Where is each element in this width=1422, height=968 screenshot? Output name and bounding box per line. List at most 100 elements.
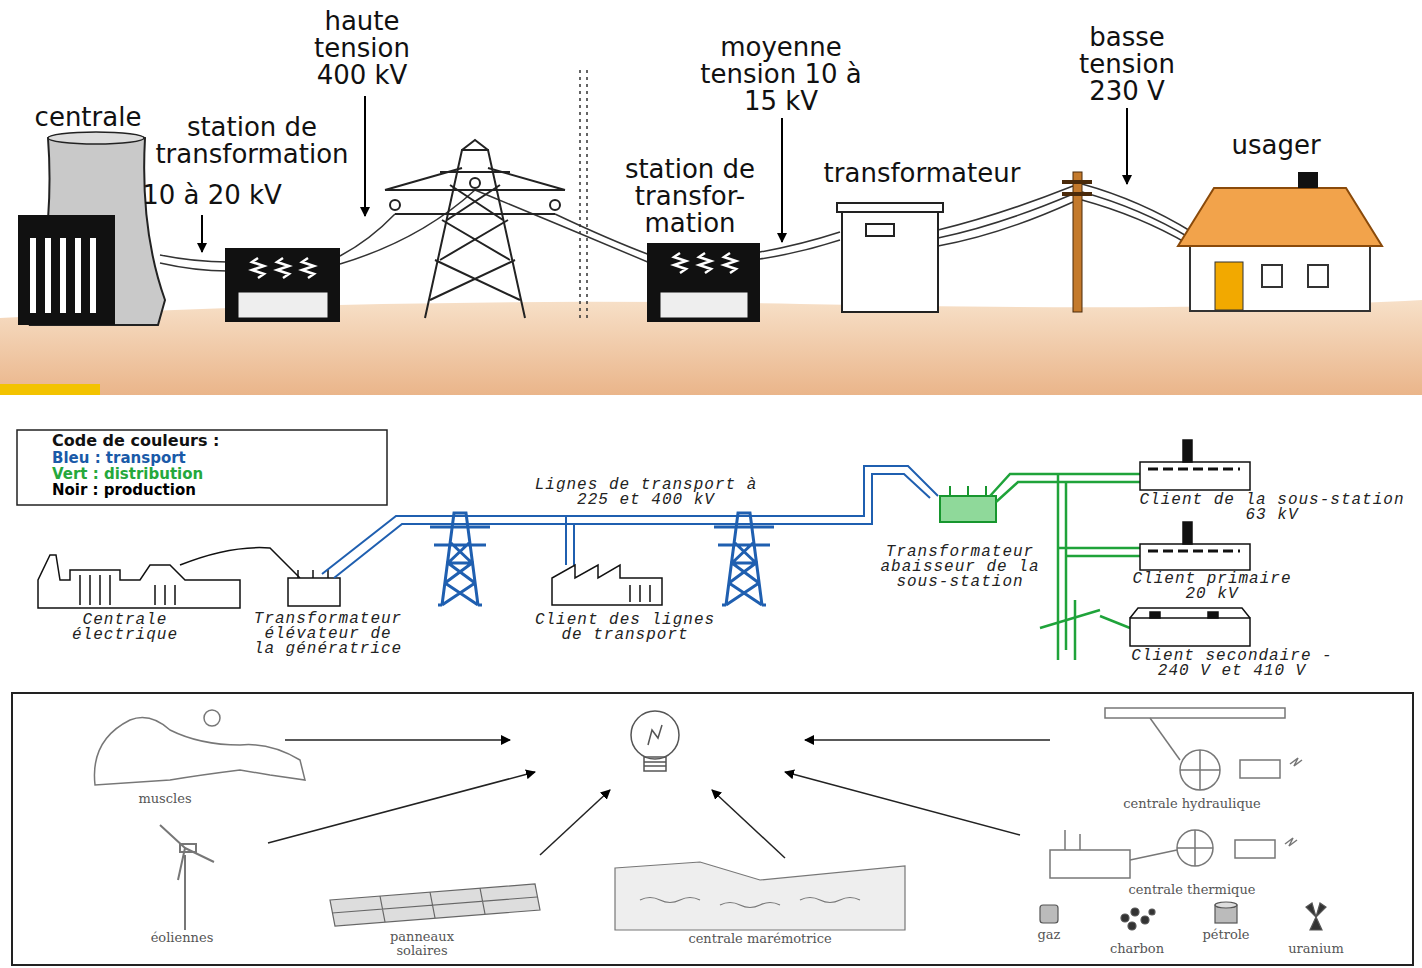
pylon <box>385 140 565 318</box>
muscle-figure-part <box>94 718 305 785</box>
wires-part <box>938 194 1073 238</box>
pylon-part <box>430 185 520 300</box>
solar-panel <box>330 884 540 926</box>
client-factory <box>1140 522 1250 570</box>
distribution-lines-part <box>1100 616 1130 628</box>
pylon-part <box>470 178 480 188</box>
power-plant-part <box>90 238 96 313</box>
pylon-part <box>462 140 488 150</box>
ground-part <box>0 384 100 395</box>
wires-part <box>160 263 228 271</box>
client-house-part <box>1130 618 1250 646</box>
transport-pylon <box>714 513 774 605</box>
thermal-plant-part <box>1235 840 1275 858</box>
light-bulb-part <box>644 725 666 766</box>
client-house-part <box>1208 612 1218 618</box>
label: haute tension 400 kV <box>292 8 432 89</box>
label: Client primaire 20 kV <box>1122 572 1302 602</box>
label: basse tension 230 V <box>1057 24 1197 105</box>
power-plant-part <box>75 238 81 313</box>
client-house <box>1130 608 1250 646</box>
transport-lines-part <box>573 524 575 565</box>
source-arrows-part <box>285 739 510 741</box>
pointer-arrows-part <box>364 96 366 216</box>
legend-text: Vert : distribution <box>52 465 203 483</box>
plant-outline-part <box>288 578 340 606</box>
label: 10 à 20 kV <box>117 182 307 209</box>
fuel-icons-part <box>1131 908 1139 916</box>
plant-outline <box>38 548 340 608</box>
factory-outline <box>552 565 662 605</box>
hydro-plant-part <box>1240 760 1280 778</box>
label: panneaux solaires <box>377 930 467 958</box>
wires-part <box>938 186 1073 230</box>
transformer-cabin-part <box>842 210 938 312</box>
distribution-lines-part <box>1066 555 1140 558</box>
muscle-figure-part <box>204 710 220 726</box>
hydro-plant-part <box>1290 758 1302 766</box>
fuel-icons-part <box>1121 914 1129 922</box>
label: Lignes de transport à 225 et 400 kV <box>526 478 766 508</box>
fuel-icons-part <box>1149 909 1155 915</box>
client-factory-part <box>1183 522 1192 544</box>
label: Client de la sous-station 63 kV <box>1132 493 1412 523</box>
tidal-plant-part <box>640 898 860 908</box>
transport-pylon-part <box>430 513 490 605</box>
label: uranium <box>1271 942 1361 956</box>
transformer-station <box>225 248 340 322</box>
power-plant-part <box>60 238 66 313</box>
fuel-icons-part <box>1215 902 1237 908</box>
transformer-cabin-part <box>837 203 943 212</box>
transformer-cabin <box>837 203 943 312</box>
house-part <box>1215 262 1243 310</box>
label: station de transformation <box>132 114 372 168</box>
client-factory-part <box>1148 550 1240 553</box>
factory-outline-part <box>552 565 662 605</box>
label: gaz <box>1019 928 1079 942</box>
hydro-plant-part <box>1105 708 1285 718</box>
label: station de transfor- mation <box>605 156 775 237</box>
transformer-station-part <box>674 253 736 273</box>
thermal-plant-part <box>1177 830 1213 866</box>
distribution-lines-part <box>1074 600 1077 660</box>
tidal-plant-part <box>615 862 905 930</box>
client-factory <box>1140 440 1250 490</box>
fuel-icons-part <box>1141 916 1149 924</box>
plant-outline-part <box>38 555 240 608</box>
wind-turbine-part <box>180 844 196 852</box>
distribution-lines-part <box>1040 610 1100 628</box>
label: éoliennes <box>107 931 257 945</box>
label: centrale hydraulique <box>1092 797 1292 811</box>
label: charbon <box>1092 942 1182 956</box>
transformer-station-part <box>647 243 760 322</box>
light-bulb <box>631 711 679 771</box>
transformer-station <box>647 243 760 322</box>
pointer-arrows <box>202 96 1127 252</box>
fuel-icons-part <box>1040 905 1058 923</box>
factory-outline-part <box>630 585 650 602</box>
thermal-plant-part <box>1050 850 1130 878</box>
transformer-station-part <box>660 292 748 318</box>
pointer-arrows-part <box>781 118 783 242</box>
source-arrows-part <box>805 739 1050 741</box>
legend-box <box>17 430 387 505</box>
power-plant-part <box>30 238 36 313</box>
wires-part <box>760 232 840 252</box>
fuel-icons <box>1040 902 1326 930</box>
transport-lines <box>322 466 938 578</box>
thermal-plant-part <box>1285 838 1297 846</box>
transport-lines-part <box>565 516 567 565</box>
power-plant-part <box>48 132 144 144</box>
distribution-lines-part <box>1058 547 1140 550</box>
utility-pole-part <box>1062 180 1092 184</box>
label: Code de couleurs : <box>52 432 372 449</box>
label: Transformateur abaisseur de la sous-stat… <box>873 545 1048 590</box>
transport-pylon <box>430 513 490 605</box>
thermal-plant-part <box>1177 830 1213 866</box>
label: centrale thermique <box>1092 883 1292 897</box>
label: moyenne tension 10 à 15 kV <box>696 34 866 115</box>
client-house-part <box>1130 608 1250 618</box>
wires-part <box>1082 192 1190 238</box>
wind-turbine <box>160 825 214 930</box>
